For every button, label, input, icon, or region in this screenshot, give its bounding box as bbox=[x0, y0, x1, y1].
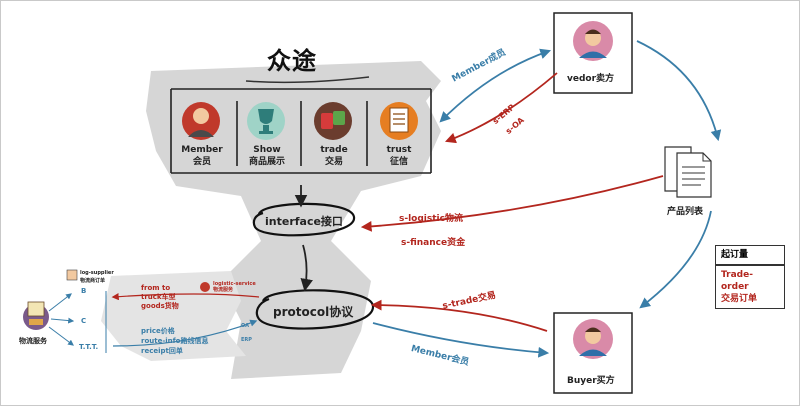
log-supplier-line2: 物流商订单 bbox=[80, 278, 106, 284]
logistics-blue-list: price价格 route-info路线信息 receipt回单 bbox=[141, 326, 208, 356]
vendor-avatar-icon bbox=[553, 12, 633, 94]
module-show-label: Show 商品展示 bbox=[241, 144, 293, 168]
vendor-label: vedor卖方 bbox=[567, 74, 615, 84]
module-member-label: Member 会员 bbox=[179, 144, 225, 168]
arrow-interface-to-protocol bbox=[300, 244, 313, 292]
edge-label-s-logistic: s-logistic物流 bbox=[399, 214, 463, 224]
branch-to-ttt bbox=[48, 326, 74, 346]
branch-to-b bbox=[48, 293, 72, 312]
logistics-oa-label: OA bbox=[241, 323, 249, 329]
module-show-en: Show bbox=[253, 145, 281, 155]
buyer-label: Buyer买方 bbox=[567, 376, 615, 386]
legend-trade-order: Trade-order 交易订单 bbox=[715, 265, 785, 309]
legend-trade-order-zh: 交易订单 bbox=[721, 294, 758, 304]
product-list-document-icon bbox=[664, 146, 712, 198]
edge-product-list-to-buyer bbox=[639, 210, 712, 309]
logistic-service-tag: logistic-service 物流服务 bbox=[213, 281, 256, 293]
trade-handshake-icon bbox=[314, 102, 352, 140]
page-title: 众途 bbox=[267, 47, 317, 75]
logistic-service-tag-line2: 物流服务 bbox=[213, 287, 234, 293]
edge-member-buyer bbox=[372, 322, 550, 358]
logistics-service-icon bbox=[23, 301, 49, 330]
log-supplier-icon bbox=[66, 269, 78, 281]
legend-min-order: 起订量 bbox=[715, 245, 785, 265]
title-underline bbox=[245, 76, 370, 84]
logistics-blue-line-1: price价格 bbox=[141, 327, 175, 335]
module-trust-zh: 征信 bbox=[389, 157, 408, 167]
module-member-zh: 会员 bbox=[192, 157, 211, 167]
buyer-avatar-icon bbox=[553, 312, 633, 394]
module-trust-en: trust bbox=[386, 145, 412, 155]
module-trade-zh: 交易 bbox=[324, 157, 343, 167]
branch-label-c: C bbox=[81, 317, 87, 325]
product-list-label: 产品列表 bbox=[667, 207, 704, 217]
module-trade-label: trade 交易 bbox=[311, 144, 357, 168]
logistics-red-line-1: from to bbox=[141, 284, 171, 292]
module-trust-label: trust 征信 bbox=[376, 144, 422, 168]
branch-to-c bbox=[50, 317, 75, 324]
branch-label-ttt: T.T.T. bbox=[79, 343, 99, 351]
legend-trade-order-en: Trade-order bbox=[721, 270, 753, 292]
edge-vendor-to-product-list bbox=[636, 40, 722, 142]
logistics-red-line-3: goods货物 bbox=[141, 302, 179, 310]
log-supplier-line1: log-supplier bbox=[80, 270, 114, 276]
module-trade-en: trade bbox=[320, 145, 348, 155]
logistics-blue-line-3: receipt回单 bbox=[141, 347, 183, 355]
edge-label-s-finance: s-finance资金 bbox=[401, 238, 466, 248]
interface-label: interface接口 bbox=[265, 215, 343, 228]
member-avatar-icon bbox=[182, 102, 220, 140]
logistics-service-label: 物流服务 bbox=[19, 337, 47, 345]
edge-trade bbox=[370, 299, 548, 332]
edge-logistics-to-protocol-blue bbox=[112, 319, 258, 347]
trophy-icon bbox=[247, 102, 285, 140]
module-show-zh: 商品展示 bbox=[248, 157, 285, 167]
logistics-red-line-2: truck车型 bbox=[141, 293, 176, 301]
logistics-erp-label: ERP bbox=[241, 337, 252, 343]
logistic-service-tag-line1: logistic-service bbox=[213, 281, 256, 287]
edge-erp-oa bbox=[444, 72, 558, 144]
protocol-label: protocol协议 bbox=[273, 305, 354, 319]
logistics-red-list: from to truck车型 goods货物 bbox=[141, 284, 179, 311]
trust-document-icon bbox=[380, 102, 418, 140]
branch-label-b: B bbox=[81, 287, 87, 295]
logistics-blue-line-2: route-info路线信息 bbox=[141, 337, 209, 345]
log-supplier-label: log-supplier 物流商订单 bbox=[80, 269, 114, 285]
module-frame bbox=[170, 88, 432, 174]
legend-min-order-text: 起订量 bbox=[721, 250, 749, 260]
module-member-en: Member bbox=[181, 145, 223, 155]
edge-member-vendor bbox=[439, 48, 552, 123]
logistic-service-tag-icon bbox=[200, 282, 210, 292]
edge-protocol-to-logistics-red bbox=[111, 293, 260, 301]
edge-logistic-finance bbox=[360, 175, 664, 232]
